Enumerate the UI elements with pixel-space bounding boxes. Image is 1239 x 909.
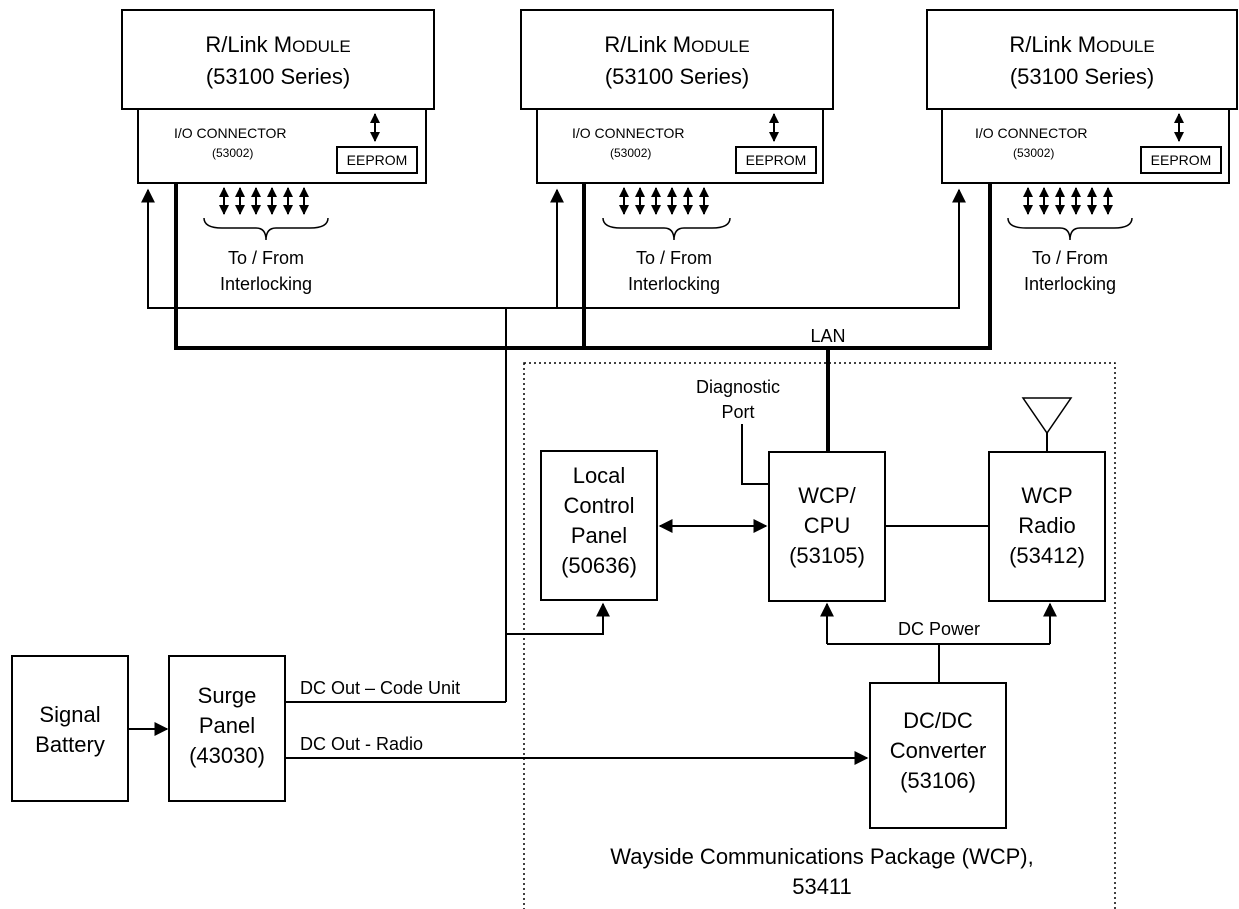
io-brace [602,217,731,241]
rlink-module-3: R/Link MODULE (53100 Series) I/O CONNECT… [926,9,1238,294]
io-label-1: To / From [1032,248,1108,268]
diagnostic-port-label-1: Diagnostic [696,377,780,397]
module-series: (53100 Series) [1010,64,1154,89]
io-label-2: Interlocking [220,274,312,294]
io-connector-label: I/O CONNECTOR [174,125,287,141]
module-series: (53100 Series) [605,64,749,89]
dc-power-distribution: DC Power [820,602,1057,683]
svg-text:(50636): (50636) [561,553,637,578]
rlink-module-2: R/Link MODULE (53100 Series) I/O CONNECT… [520,9,834,294]
svg-text:Signal: Signal [39,702,100,727]
io-label-2: Interlocking [1024,274,1116,294]
svg-text:Converter: Converter [890,738,987,763]
io-connector-number: (53002) [212,146,253,160]
dc-out-code-unit: DC Out – Code Unit [285,602,610,703]
io-signal-arrows [1023,187,1113,215]
local-control-panel: Local Control Panel (50636) [540,450,658,601]
wcp-caption-2: 53411 [792,874,852,899]
svg-text:CPU: CPU [804,513,850,538]
io-brace [203,217,329,241]
io-connector-label: I/O CONNECTOR [975,125,1088,141]
signal-battery: Signal Battery [11,655,129,802]
svg-text:WCP: WCP [1021,483,1072,508]
svg-text:(53412): (53412) [1009,543,1085,568]
eeprom-label: EEPROM [347,152,408,168]
module-title: R/Link MODULE [205,32,350,57]
io-label-2: Interlocking [628,274,720,294]
svg-text:Battery: Battery [35,732,105,757]
dc-out-radio-label: DC Out - Radio [300,734,423,754]
diagnostic-port-label-2: Port [721,402,754,422]
lan-label: LAN [810,326,845,346]
io-connector-number: (53002) [610,146,651,160]
module-title: R/Link MODULE [1009,32,1154,57]
dcdc-converter: DC/DC Converter (53106) [869,682,1007,829]
svg-text:Surge: Surge [198,683,257,708]
io-brace [1007,217,1133,241]
dc-power-label: DC Power [898,619,980,639]
wcp-cpu: WCP/ CPU (53105) [768,451,886,602]
module-title: R/Link MODULE [604,32,749,57]
surge-panel: Surge Panel (43030) [168,655,286,802]
wcp-radio: WCP Radio (53412) [988,451,1106,602]
module-power-bus [141,188,966,702]
lan-bus: LAN [174,183,992,452]
svg-text:Control: Control [564,493,635,518]
io-signal-arrows [219,187,309,215]
io-signal-arrows [619,187,709,215]
antenna-icon [1021,397,1073,452]
svg-text:Radio: Radio [1018,513,1075,538]
wcp-caption-1: Wayside Communications Package (WCP), [610,844,1033,869]
svg-text:Local: Local [573,463,626,488]
dc-out-code-label: DC Out – Code Unit [300,678,460,698]
svg-text:(53106): (53106) [900,768,976,793]
io-label-1: To / From [636,248,712,268]
svg-text:Panel: Panel [199,713,255,738]
svg-text:(43030): (43030) [189,743,265,768]
io-connector-number: (53002) [1013,146,1054,160]
diagnostic-port-line [741,424,769,485]
dc-out-radio: DC Out - Radio [285,734,869,765]
svg-text:WCP/: WCP/ [798,483,856,508]
eeprom-label: EEPROM [1151,152,1212,168]
io-label-1: To / From [228,248,304,268]
svg-text:DC/DC: DC/DC [903,708,973,733]
svg-text:(53105): (53105) [789,543,865,568]
module-series: (53100 Series) [206,64,350,89]
svg-text:Panel: Panel [571,523,627,548]
eeprom-label: EEPROM [746,152,807,168]
wcp-enclosure [523,362,1116,909]
rlink-module-1: R/Link MODULE (53100 Series) I/O CONNECT… [121,9,435,294]
io-connector-label: I/O CONNECTOR [572,125,685,141]
